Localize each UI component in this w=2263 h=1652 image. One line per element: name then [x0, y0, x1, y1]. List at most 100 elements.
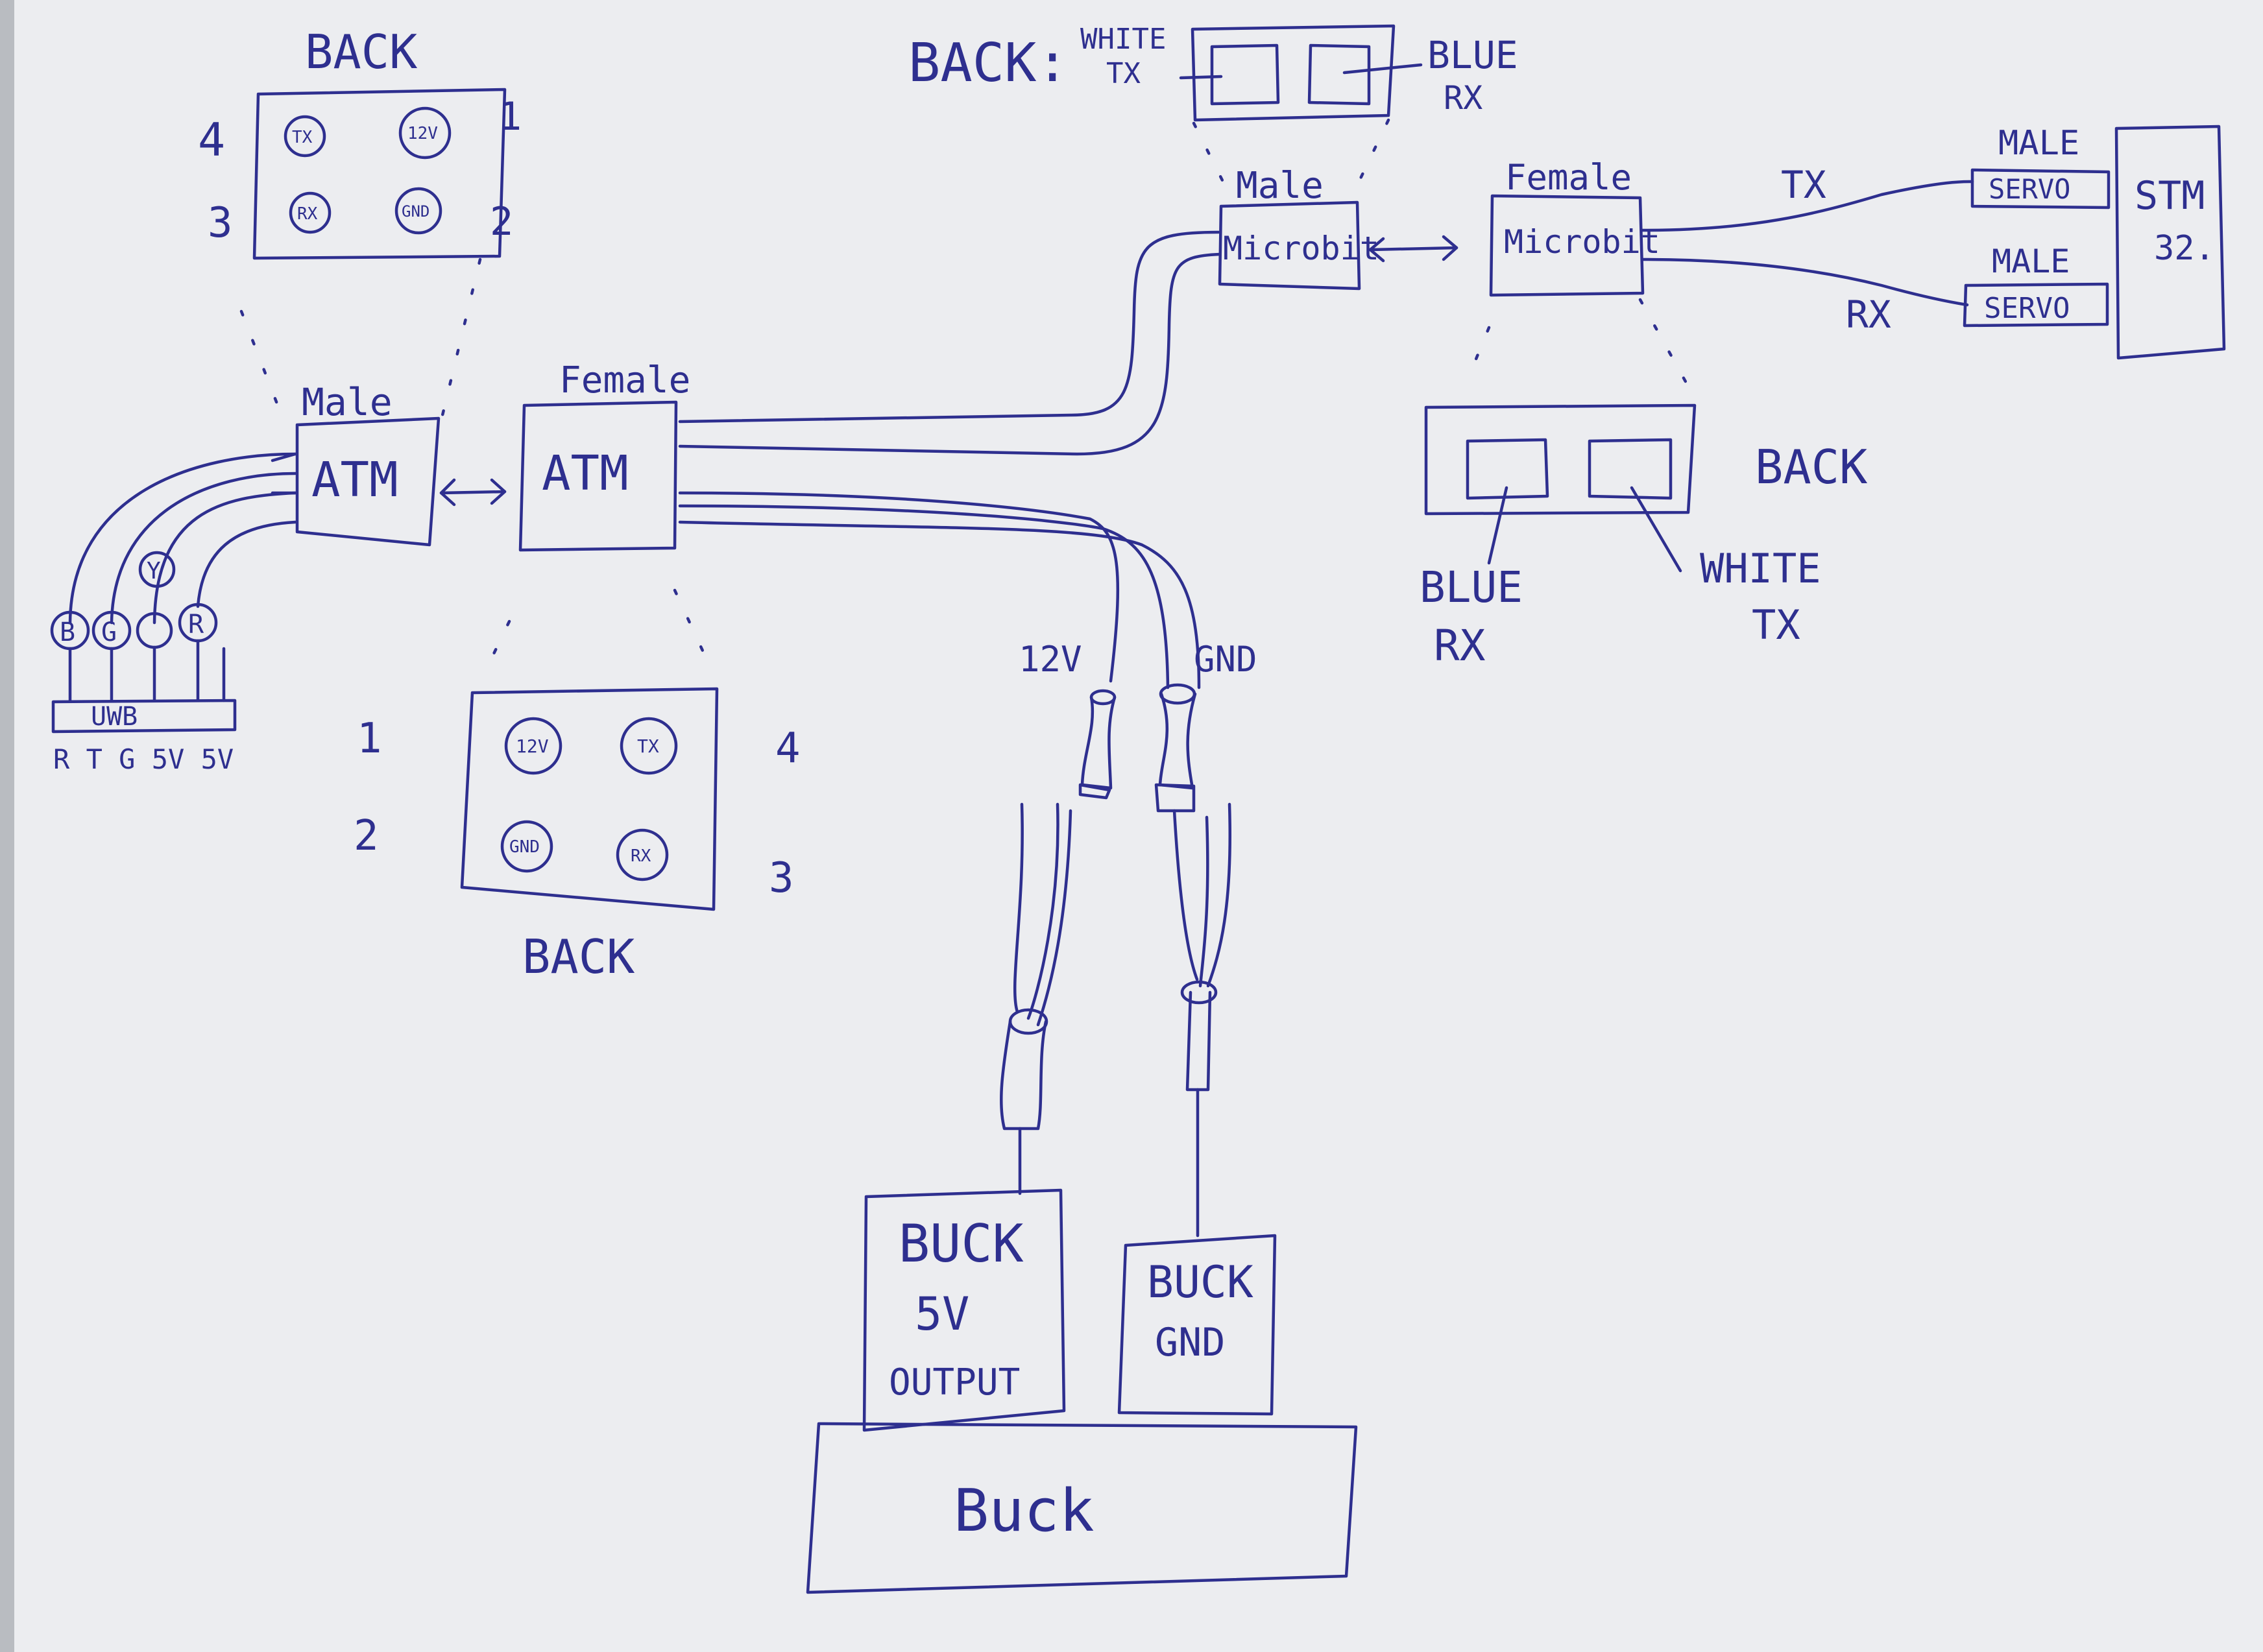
- back-label: BACK: [1755, 440, 1868, 494]
- paper-sheet: [14, 0, 2263, 1652]
- slot-rx: [1466, 438, 1549, 500]
- buck-5v-voltage: 5V: [915, 1287, 969, 1341]
- atm-male-box: [295, 416, 441, 547]
- pin-gnd: [500, 820, 553, 873]
- pin-number-2: 2: [354, 812, 379, 860]
- slot-rx: [1307, 43, 1371, 106]
- rx-label: RX: [1444, 79, 1482, 117]
- connector-outline: [252, 88, 507, 260]
- arrow-head-right: [1442, 235, 1458, 261]
- stm32-side: MALE SERVO MALE SERVO STM 32.: [1963, 124, 2226, 360]
- wire-y-letter: Y: [147, 558, 161, 584]
- microbit-female-back-view: BACK BLUE RX WHITE TX: [1420, 403, 1868, 671]
- pin-number-1: 1: [357, 715, 382, 763]
- tx-rx-cable-lower: [678, 252, 1222, 456]
- microbit-female-box: [1489, 194, 1645, 297]
- rx-label: RX: [1434, 621, 1486, 671]
- uwb-pin-labels: R T G 5V 5V: [53, 743, 234, 775]
- leader-white: [1630, 486, 1682, 573]
- wire-y-tag: [138, 551, 176, 588]
- splice-gnd-lower-top: [1180, 980, 1218, 1005]
- microbit-male-back-view: BACK: WHITE TX BLUE RX: [908, 23, 1518, 197]
- microbit-label: Microbit: [1504, 223, 1660, 261]
- servo-connector-1: [1970, 168, 2111, 209]
- splice-12v-end: [1078, 783, 1111, 800]
- white-wire-label: WHITE: [1700, 545, 1821, 592]
- wire-rx: [1641, 257, 1969, 307]
- buck-converter: BUCK 5V OUTPUT BUCK GND Buck: [806, 1188, 1358, 1594]
- stm32-label: STM: [2135, 173, 2205, 219]
- stm32-board: [2114, 125, 2226, 360]
- connector-outline: [460, 687, 719, 911]
- atm-female-back-view: 1 2 4 3 12V TX GND RX BACK: [354, 687, 801, 984]
- buck-gnd-terminal: [1117, 1234, 1277, 1416]
- servo-label-2: SERVO: [1984, 292, 2070, 325]
- pin-12v: [398, 106, 452, 160]
- white-wire-label: WHITE: [1080, 23, 1166, 56]
- microbit-female-connector: Female Microbit TX RX: [1464, 157, 1974, 398]
- paper-shadow: [0, 0, 14, 1652]
- buck-5v-output: OUTPUT: [889, 1361, 1020, 1404]
- wires-12v-down: [1013, 802, 1072, 1027]
- cable-harness: [678, 230, 1222, 689]
- buck-5v-title: BUCK: [899, 1214, 1024, 1274]
- wire-g-letter: G: [101, 617, 117, 647]
- pin-12v: [504, 717, 563, 775]
- servo-connector-2: [1963, 282, 2109, 328]
- back-label: BACK:: [908, 32, 1069, 94]
- pin-number-3: 3: [769, 854, 794, 902]
- male-label: Male: [1236, 165, 1324, 207]
- rx-wire-label: RX: [1846, 293, 1891, 337]
- pin-rx-label: RX: [297, 204, 318, 224]
- pin-tx-label: TX: [637, 736, 659, 757]
- pin-number-2: 2: [490, 199, 513, 245]
- female-label: Female: [1505, 157, 1632, 198]
- buck-gnd-label: GND: [1155, 1320, 1225, 1365]
- buck-board: [806, 1422, 1358, 1594]
- atm-female-box: [518, 400, 678, 552]
- mating-arrow: [439, 490, 507, 495]
- buck-5v-terminal: [862, 1188, 1066, 1432]
- uwb-wires: Y B G R: [50, 452, 297, 702]
- wire-12v-label: 12V: [1019, 639, 1082, 680]
- tx-label: TX: [1106, 57, 1141, 90]
- leader-blue: [1487, 486, 1508, 565]
- pin-rx: [616, 828, 669, 881]
- atm-female-label: ATM: [542, 446, 629, 501]
- wires-gnd-down: [1172, 802, 1232, 988]
- microbit-label: Microbit: [1223, 230, 1379, 267]
- tx-rx-cable-upper: [678, 230, 1220, 424]
- uwb-wire-g: [110, 472, 297, 625]
- pin-rx: [289, 191, 332, 234]
- pin-number-4: 4: [198, 114, 225, 167]
- pin-number-1: 1: [498, 94, 522, 139]
- atm-label: ATM: [311, 452, 398, 508]
- servo-male-label-1: MALE: [1998, 124, 2079, 163]
- uwb-label: UWB: [91, 702, 138, 732]
- mating-arrow: [1368, 246, 1458, 252]
- view-line-left: [1192, 121, 1228, 190]
- uwb-pin-leads: [68, 639, 226, 702]
- pin-12v-label: 12V: [407, 124, 438, 143]
- female-label: Female: [559, 359, 690, 401]
- arrow-head-left: [1368, 237, 1385, 263]
- wire-r-letter: R: [188, 610, 204, 640]
- power-cable-12v-a: [678, 491, 1120, 683]
- pin-12v-label: 12V: [516, 736, 549, 757]
- buck-gnd-title: BUCK: [1147, 1257, 1253, 1308]
- blue-wire-label: BLUE: [1420, 562, 1523, 612]
- microbit-male-box: [1218, 200, 1361, 291]
- servo-label-1: SERVO: [1989, 173, 2070, 205]
- tx-wire-label: TX: [1781, 163, 1826, 207]
- back-label: BACK: [522, 929, 635, 984]
- servo-male-label-2: MALE: [1992, 243, 2070, 280]
- uwb-wire-y: [152, 491, 297, 625]
- buck-label: Buck: [954, 1477, 1095, 1545]
- microbit-male-connector: Male Microbit: [1218, 165, 1458, 291]
- blue-wire-label: BLUE: [1427, 33, 1518, 77]
- uwb-board: [51, 699, 237, 734]
- splice-gnd-end: [1154, 783, 1196, 813]
- leader-lines: [1179, 63, 1423, 80]
